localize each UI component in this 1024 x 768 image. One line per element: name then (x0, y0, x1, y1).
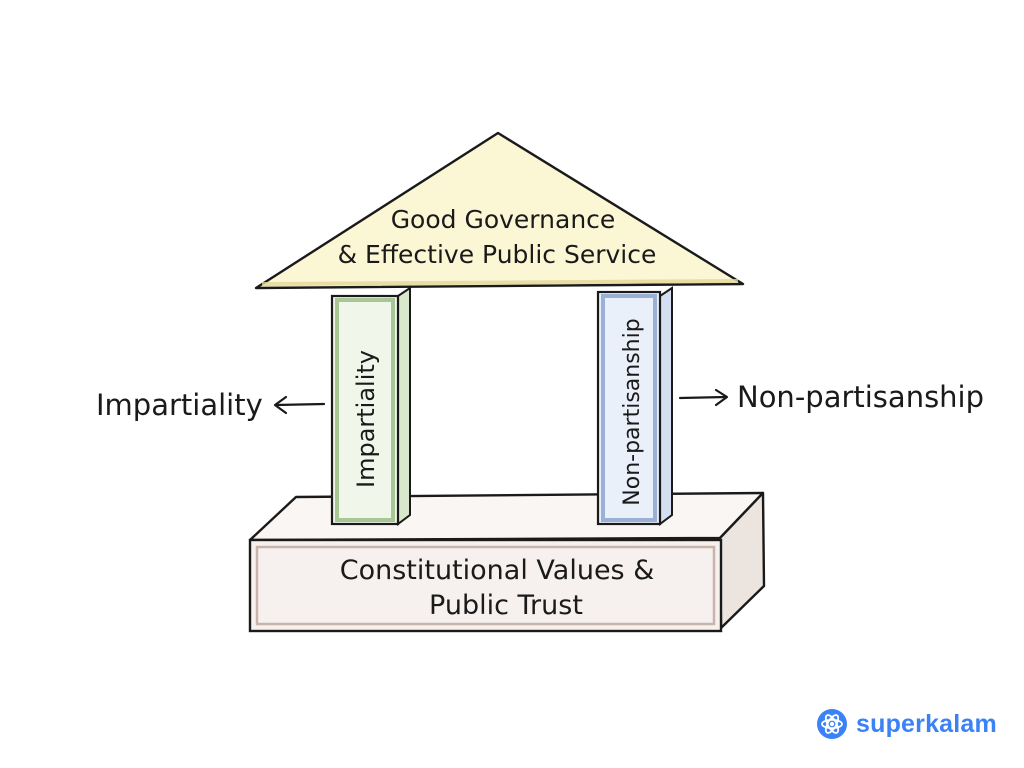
right-pillar-edge-shade (601, 294, 657, 522)
pillar-impartiality: Impartiality (330, 286, 411, 526)
roof-base-shade (261, 279, 739, 286)
pillar-non-partisanship: Non-partisanship (596, 286, 673, 526)
base-label-line1: Constitutional Values & (340, 555, 655, 586)
left-callout-label: Impartiality (96, 388, 263, 422)
atom-icon (817, 709, 847, 739)
roof-label-line1: Good Governance (391, 205, 616, 234)
base-block: Constitutional Values & Public Trust (248, 491, 766, 633)
roof: Good Governance & Effective Public Servi… (254, 131, 745, 290)
base-front-face (248, 538, 723, 633)
right-pillar-front (596, 290, 662, 526)
right-arrow-icon (678, 388, 729, 407)
left-arrow-icon (273, 395, 326, 415)
base-top-face (248, 491, 765, 542)
base-inner-shade (255, 545, 716, 626)
base-label-line2: Public Trust (429, 590, 583, 621)
left-pillar-label: Impartiality (352, 350, 380, 488)
brand-logo: superkalam (816, 708, 997, 740)
left-pillar-front (330, 294, 400, 526)
brand-name: superkalam (856, 709, 997, 738)
right-callout: Non-partisanship (678, 380, 984, 414)
roof-label-line2: & Effective Public Service (338, 240, 657, 269)
roof-triangle (254, 131, 745, 290)
left-pillar-side (397, 286, 411, 526)
left-callout: Impartiality (96, 388, 326, 422)
right-callout-label: Non-partisanship (737, 380, 984, 414)
left-pillar-edge-shade (335, 298, 395, 522)
right-pillar-label: Non-partisanship (620, 318, 645, 505)
right-pillar-side (659, 286, 673, 526)
